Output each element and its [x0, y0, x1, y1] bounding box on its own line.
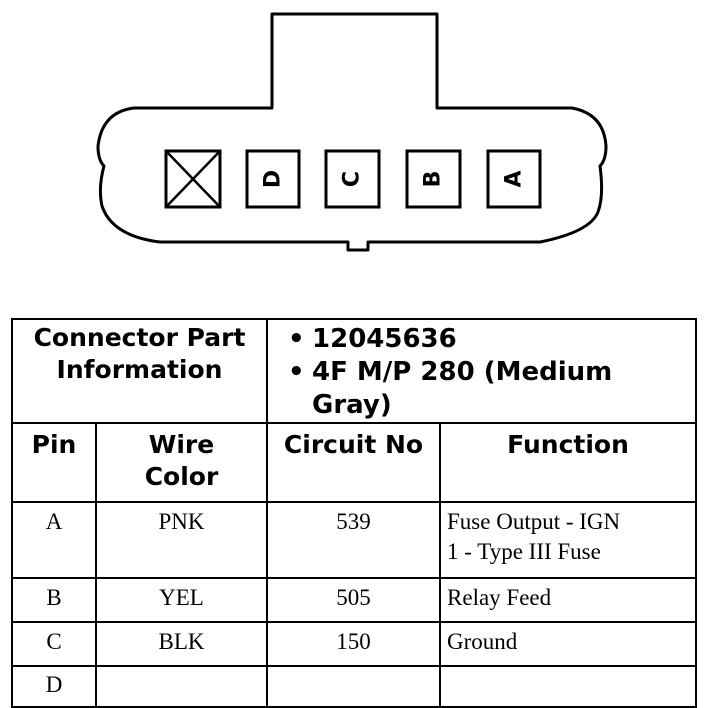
cell-pin: A — [11, 501, 97, 579]
table-row: D — [11, 665, 698, 708]
header-wire-color: Wire Color — [94, 422, 269, 503]
pin-cavity-b: B — [405, 149, 462, 209]
cell-function: Ground — [439, 621, 698, 667]
pin-cavity-a: A — [486, 149, 542, 209]
cell-function-line1: Fuse Output - IGN — [447, 509, 621, 534]
cell-function: Fuse Output - IGN 1 - Type III Fuse — [439, 501, 698, 579]
cell-pin: D — [11, 665, 97, 708]
part-number-line: •12045636 — [288, 324, 457, 354]
cell-wire-color: YEL — [94, 577, 269, 623]
part-description-2: Gray) — [312, 390, 392, 420]
pin-cavity-c: C — [324, 149, 381, 209]
pin-label-b: B — [421, 171, 446, 188]
cell-pin: B — [11, 577, 97, 623]
connector-info-table: Connector Part Information •12045636 •4F… — [10, 318, 698, 708]
connector-housing-outline — [96, 12, 608, 252]
part-number: 12045636 — [312, 324, 457, 354]
pin-label-a: A — [502, 170, 527, 187]
cell-wire-color: BLK — [94, 621, 269, 667]
cell-circuit-no — [266, 665, 442, 708]
cell-function — [439, 665, 698, 708]
part-info-values: •12045636 •4F M/P 280 (Medium Gray) — [266, 318, 698, 424]
header-wire-color-line1: Wire — [148, 430, 215, 459]
part-info-label: Connector Part Information — [10, 318, 269, 424]
plugged-pin-cavity — [164, 149, 222, 209]
table-row: C BLK 150 Ground — [11, 621, 698, 667]
description-line: •4F M/P 280 (Medium — [288, 357, 613, 387]
column-header-row: Pin Wire Color Circuit No Function — [11, 422, 698, 503]
pin-cavity-d: D — [245, 149, 301, 209]
cell-wire-color — [94, 665, 269, 708]
table-row: B YEL 505 Relay Feed — [11, 577, 698, 623]
part-info-label-line1: Connector Part — [33, 323, 246, 352]
part-info-label-line2: Information — [56, 355, 223, 384]
table-row: A PNK 539 Fuse Output - IGN 1 - Type III… — [11, 501, 698, 579]
header-wire-color-line2: Color — [144, 462, 219, 491]
pin-label-c: C — [340, 171, 365, 187]
cell-function-line2: 1 - Type III Fuse — [447, 539, 601, 564]
cell-function: Relay Feed — [439, 577, 698, 623]
cell-pin: C — [11, 621, 97, 667]
cell-circuit-no: 539 — [266, 501, 442, 579]
cell-circuit-no: 505 — [266, 577, 442, 623]
cell-circuit-no: 150 — [266, 621, 442, 667]
part-description-1: 4F M/P 280 (Medium — [312, 357, 613, 387]
header-pin: Pin — [11, 422, 97, 503]
part-info-row: Connector Part Information •12045636 •4F… — [10, 318, 698, 424]
connector-face-diagram: D C B A — [96, 12, 608, 252]
header-function: Function — [439, 422, 698, 503]
header-circuit-no: Circuit No — [266, 422, 442, 503]
pin-label-d: D — [261, 170, 286, 188]
cell-wire-color: PNK — [94, 501, 269, 579]
